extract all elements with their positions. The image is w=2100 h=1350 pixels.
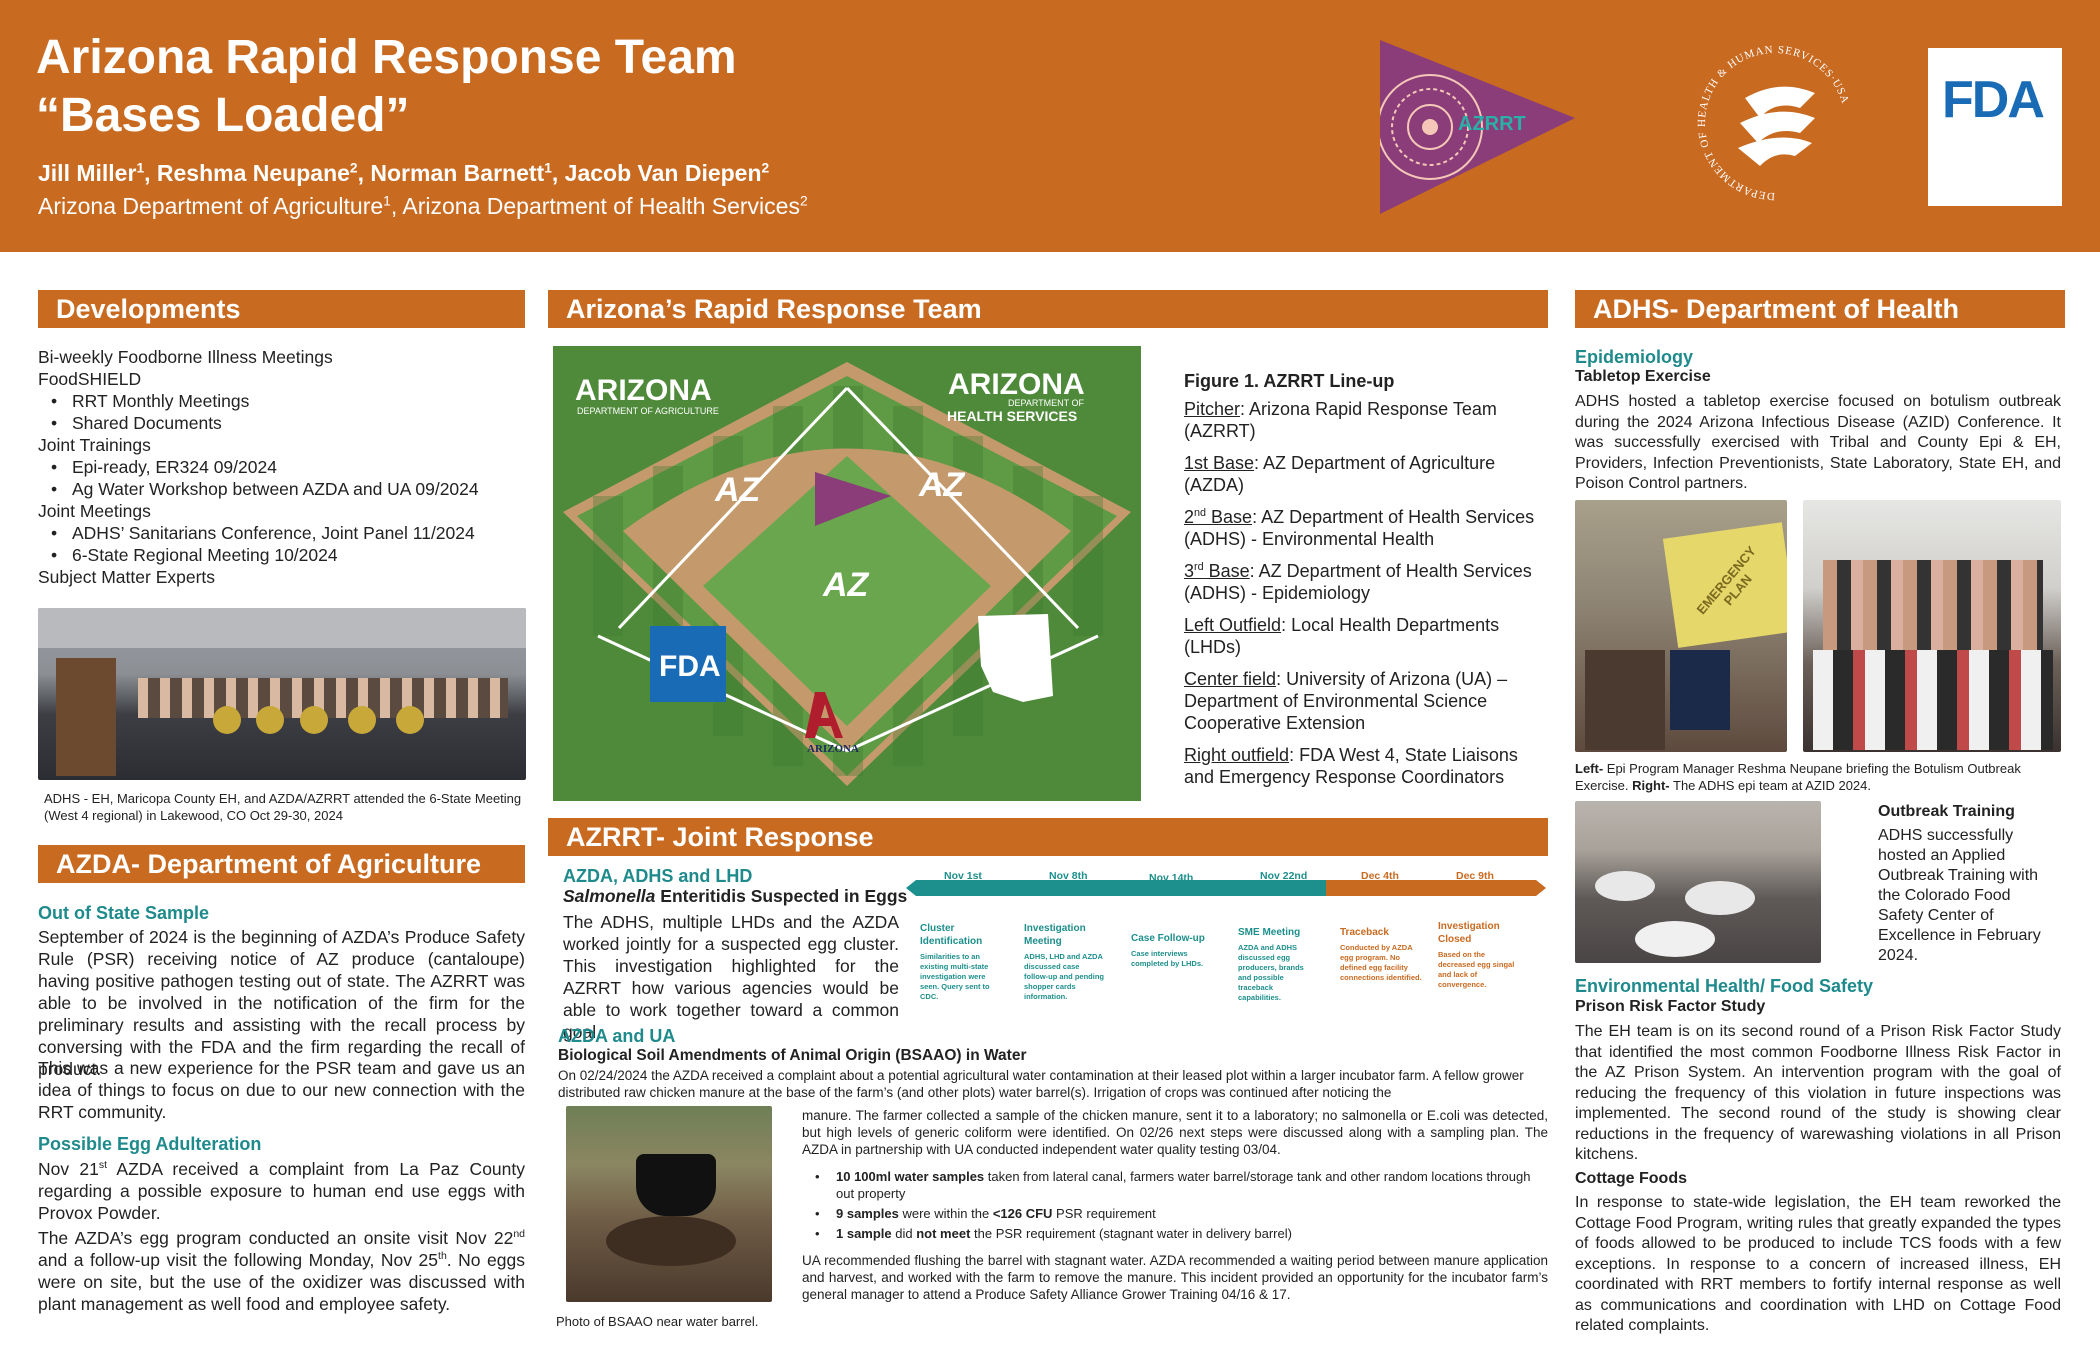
az-agriculture-logo: ARIZONA: [575, 374, 712, 407]
timeline-date: Nov 14th: [1149, 872, 1194, 884]
poster-title-line-1: Arizona Rapid Response Team: [36, 31, 737, 84]
authors: Jill Miller1, Reshma Neupane2, Norman Ba…: [38, 160, 770, 186]
list-item: 1 sample did not meet the PSR requiremen…: [802, 1225, 1548, 1242]
tabletop-exercise-text: ADHS hosted a tabletop exercise focused …: [1575, 393, 2061, 492]
salmonella-subheading: Salmonella Enteritidis Suspected in Eggs: [563, 886, 908, 906]
out-of-state-sample-text: September of 2024 is the beginning of AZ…: [38, 927, 525, 1079]
bsaao-text: On 02/24/2024 the AZDA received a compla…: [558, 1068, 1524, 1100]
out-of-state-sample-heading: Out of State Sample: [38, 903, 210, 923]
svg-text:DEPARTMENT OF AGRICULTURE: DEPARTMENT OF AGRICULTURE: [577, 406, 719, 416]
bsaao-subheading: Biological Soil Amendments of Animal Ori…: [558, 1047, 1027, 1064]
investigation-timeline: Nov 1st Nov 8th Nov 14th Nov 22nd Dec 4t…: [906, 866, 1546, 1026]
list-item: ADHS’ Sanitarians Conference, Joint Pane…: [38, 522, 528, 544]
egg-adulteration-heading: Possible Egg Adulteration: [38, 1134, 262, 1154]
lineup-pitcher: Pitcher: Arizona Rapid Response Team (AZ…: [1184, 399, 1497, 441]
poster-header: Arizona Rapid Response Team “Bases Loade…: [0, 0, 2100, 252]
adhs-heading: ADHS- Department of Health: [1575, 290, 2065, 328]
hhs-eagle-logo: DEPARTMENT OF HEALTH & HUMAN SERVICES·US…: [1696, 44, 1850, 202]
list-item: Ag Water Workshop between AZDA and UA 09…: [38, 478, 528, 500]
outbreak-training-text: ADHS successfully hosted an Applied Outb…: [1878, 827, 2041, 964]
developments-heading: Developments: [38, 290, 525, 328]
svg-text:AZRRT: AZRRT: [1458, 113, 1526, 135]
timeline-date: Dec 4th: [1361, 870, 1399, 882]
epidemiology-heading: Epidemiology: [1575, 347, 1694, 367]
azrrt-pennant-icon: [815, 472, 891, 526]
azda-adhs-lhd-heading: AZDA, ADHS and LHD: [563, 866, 753, 886]
svg-text:FDA: FDA: [659, 650, 721, 683]
azrrt-lineup: Figure 1. AZRRT Line-up Pitcher: Arizona…: [1184, 370, 1544, 788]
lineup-center-field: Center field: University of Arizona (UA)…: [1184, 669, 1508, 733]
list-item: RRT Monthly Meetings: [38, 390, 528, 412]
tabletop-photo-left: EMERGENCY PLAN: [1575, 500, 1787, 752]
fda-logo: FDA: [1928, 48, 2062, 206]
prison-study-text: The EH team is on its second round of a …: [1575, 1023, 2061, 1163]
lineup-first-base: 1st Base: AZ Department of Agriculture (…: [1184, 453, 1496, 495]
azrrt-pennant-logo: AZRRT: [1380, 40, 1575, 214]
outbreak-training-photo: [1575, 801, 1821, 963]
lineup-third-base: 3rd Base: AZ Department of Health Servic…: [1184, 561, 1532, 603]
cottage-foods-heading: Cottage Foods: [1575, 1170, 1687, 1187]
prison-study-heading: Prison Risk Factor Study: [1575, 998, 1766, 1015]
svg-text:DEPARTMENT OF: DEPARTMENT OF: [1008, 398, 1085, 408]
svg-text:HEALTH SERVICES: HEALTH SERVICES: [947, 408, 1077, 424]
rrt-heading: Arizona’s Rapid Response Team: [548, 290, 1548, 328]
tabletop-exercise-heading: Tabletop Exercise: [1575, 368, 1711, 385]
outbreak-training-heading: Outbreak Training: [1878, 803, 2015, 820]
out-of-state-sample-text-2: This was a new experience for the PSR te…: [38, 1058, 525, 1122]
fda-logo-field: [650, 626, 726, 702]
egg-adulteration-text: Nov 21st AZDA received a complaint from …: [38, 1159, 526, 1223]
egg-adulteration-text-2: The AZDA’s egg program conducted an onsi…: [38, 1228, 525, 1314]
egg-cluster-text: The ADHS, multiple LHDs and the AZDA wor…: [563, 912, 899, 1042]
list-item: Epi-ready, ER324 09/2024: [38, 456, 528, 478]
cottage-foods-text: In response to state-wide legislation, t…: [1575, 1194, 2061, 1334]
bsaao-text-2: manure. The farmer collected a sample of…: [802, 1108, 1548, 1157]
timeline-date: Nov 8th: [1049, 870, 1088, 882]
timeline-date: Nov 1st: [944, 870, 982, 882]
bsaao-recommendation-text: UA recommended flushing the barrel with …: [802, 1253, 1548, 1302]
tabletop-photo-right: [1803, 500, 2061, 752]
lineup-right-outfield: Right outfield: FDA West 4, State Liaiso…: [1184, 745, 1518, 787]
timeline-date: Nov 22nd: [1260, 870, 1308, 882]
az-logo-pitcher: AZ: [822, 566, 870, 604]
lineup-second-base: 2nd Base: AZ Department of Health Servic…: [1184, 507, 1535, 549]
list-item: 10 100ml water samples taken from latera…: [802, 1168, 1548, 1202]
poster-title-line-2: “Bases Loaded”: [36, 89, 410, 142]
affiliations: Arizona Department of Agriculture1, Ariz…: [38, 193, 808, 219]
list-item: 9 samples were within the <126 CFU PSR r…: [802, 1205, 1548, 1222]
group-photo-6-state-meeting: [38, 608, 526, 780]
az-logo-2nd-base: AZ: [918, 466, 966, 504]
tabletop-photo-caption: Left- Epi Program Manager Reshma Neupane…: [1575, 761, 2021, 793]
azda-heading: AZDA- Department of Agriculture: [38, 845, 525, 883]
environmental-health-heading: Environmental Health/ Food Safety: [1575, 976, 1874, 996]
group-photo-caption: ADHS - EH, Maricopa County EH, and AZDA/…: [44, 791, 522, 823]
bsaao-photo: [566, 1106, 772, 1302]
water-samples-list: 10 100ml water samples taken from latera…: [802, 1168, 1548, 1242]
baseball-field-diagram: ARIZONA DEPARTMENT OF AGRICULTURE ARIZON…: [553, 346, 1141, 801]
az-logo-1st-base: AZ: [714, 471, 762, 509]
bsaao-photo-caption: Photo of BSAAO near water barrel.: [556, 1314, 759, 1329]
arizona-state-outline-icon: [978, 614, 1053, 702]
timeline-date: Dec 9th: [1456, 870, 1494, 882]
university-of-arizona-logo: [805, 692, 843, 738]
joint-response-heading: AZRRT- Joint Response: [548, 818, 1548, 856]
az-health-services-logo: ARIZONA: [948, 368, 1085, 401]
svg-text:ARIZONA: ARIZONA: [807, 743, 859, 755]
list-item: Shared Documents: [38, 412, 528, 434]
lineup-left-outfield: Left Outfield: Local Health Departments …: [1184, 615, 1500, 657]
azda-ua-heading: AZDA and UA: [558, 1026, 676, 1046]
developments-list: Bi-weekly Foodborne Illness Meetings Foo…: [38, 346, 528, 588]
figure-title: Figure 1. AZRRT Line-up: [1184, 371, 1395, 391]
list-item: 6-State Regional Meeting 10/2024: [38, 544, 528, 566]
